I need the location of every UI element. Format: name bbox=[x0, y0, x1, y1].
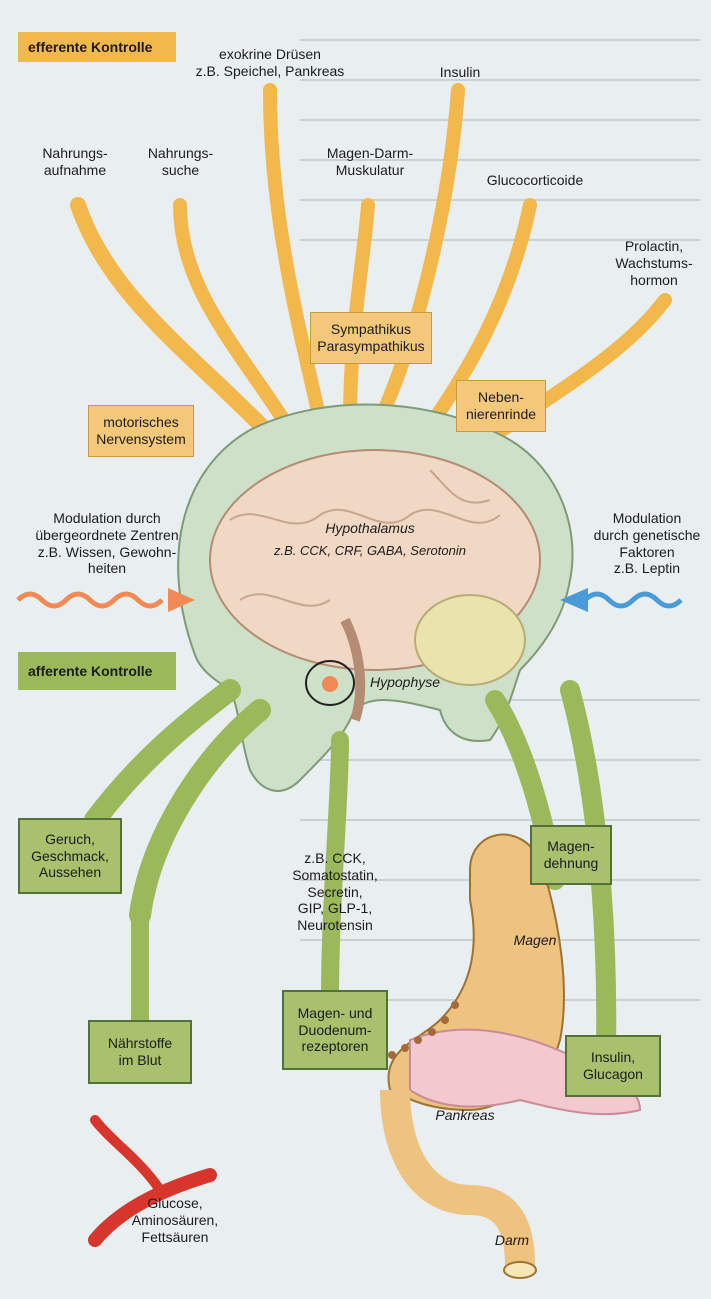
efferent-header: efferente Kontrolle bbox=[18, 32, 176, 62]
box-magendehnung: Magen- dehnung bbox=[530, 825, 612, 885]
label-hypophyse: Hypophyse bbox=[360, 674, 450, 691]
label-modulation-left: Modulation durch übergeordnete Zentren z… bbox=[12, 510, 202, 577]
label-magen: Magen bbox=[500, 932, 570, 949]
label-exokrine-druesen: exokrine Drüsen z.B. Speichel, Pankreas bbox=[180, 46, 360, 80]
label-transmitters: z.B. CCK, CRF, GABA, Serotonin bbox=[250, 543, 490, 559]
label-nahrungsaufnahme: Nahrungs- aufnahme bbox=[20, 145, 130, 179]
label-darm: Darm bbox=[482, 1232, 542, 1249]
label-modulation-right: Modulation durch genetische Faktoren z.B… bbox=[585, 510, 709, 577]
modulation-right-wave bbox=[585, 594, 681, 606]
box-motorisches-nervensystem: motorisches Nervensystem bbox=[88, 405, 194, 457]
afferent-header: afferente Kontrolle bbox=[18, 652, 176, 690]
label-hormones: z.B. CCK, Somatostatin, Secretin, GIP, G… bbox=[280, 850, 390, 934]
label-pankreas: Pankreas bbox=[420, 1107, 510, 1124]
label-magen-darm-muskulatur: Magen-Darm- Muskulatur bbox=[300, 145, 440, 179]
label-insulin: Insulin bbox=[420, 64, 500, 81]
box-geruch-geschmack: Geruch, Geschmack, Aussehen bbox=[18, 818, 122, 894]
box-magen-duodenum-rezeptoren: Magen- und Duodenum- rezeptoren bbox=[282, 990, 388, 1070]
arrow-to-exokrine bbox=[270, 90, 320, 420]
label-glucocorticoide: Glucocorticoide bbox=[465, 172, 605, 189]
label-hypothalamus: Hypothalamus bbox=[300, 520, 440, 537]
label-nahrungssuche: Nahrungs- suche bbox=[128, 145, 233, 179]
box-nebennierenrinde: Neben- nierenrinde bbox=[456, 380, 546, 432]
blood-vessel-branch bbox=[95, 1120, 160, 1190]
arrow-from-insulin-glucagon bbox=[570, 690, 606, 1090]
arrow-to-insulin bbox=[380, 90, 458, 420]
label-blood-substances: Glucose, Aminosäuren, Fettsäuren bbox=[110, 1195, 240, 1245]
box-naehrstoffe-im-blut: Nährstoffe im Blut bbox=[88, 1020, 192, 1084]
box-sympathikus: Sympathikus Parasympathikus bbox=[310, 312, 432, 364]
label-prolactin: Prolactin, Wachstums- hormon bbox=[600, 238, 708, 288]
modulation-left-wave bbox=[18, 594, 162, 606]
box-insulin-glucagon: Insulin, Glucagon bbox=[565, 1035, 661, 1097]
